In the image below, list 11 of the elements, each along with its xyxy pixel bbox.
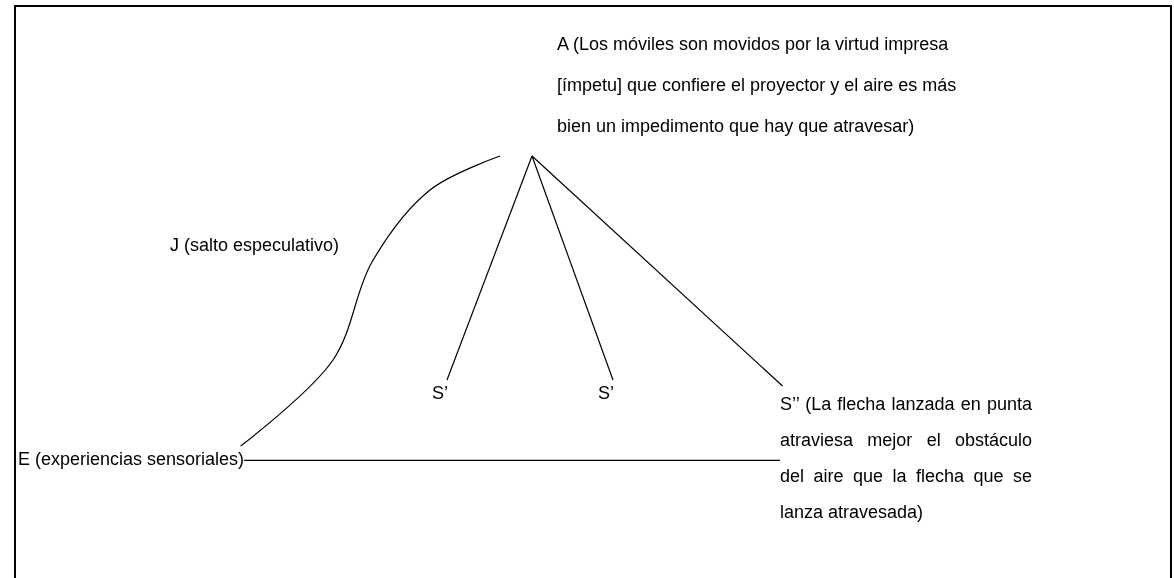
connector-line [531,155,614,381]
axiom-label: A (Los móviles son movidos por la virtud impresa [ímpetu] que confiere el proyector y el aire es más bien un impedimento que hay que atravesar) [557,33,958,138]
arc-line [240,155,501,447]
edge-label: J (salto especulativo) [168,235,340,256]
connector-line [243,459,781,461]
experience-label: E (experiencias sensoriales) [18,448,245,471]
statement-label: S’ [432,382,449,405]
connector-line [446,155,533,381]
connector-line [531,155,784,387]
statement-label: S’’ (La flecha lanzada en punta atraviesa mejor el obstáculo del aire que la flecha que se lanza atravesada) [780,393,1032,524]
statement-label: S’ [598,382,615,405]
